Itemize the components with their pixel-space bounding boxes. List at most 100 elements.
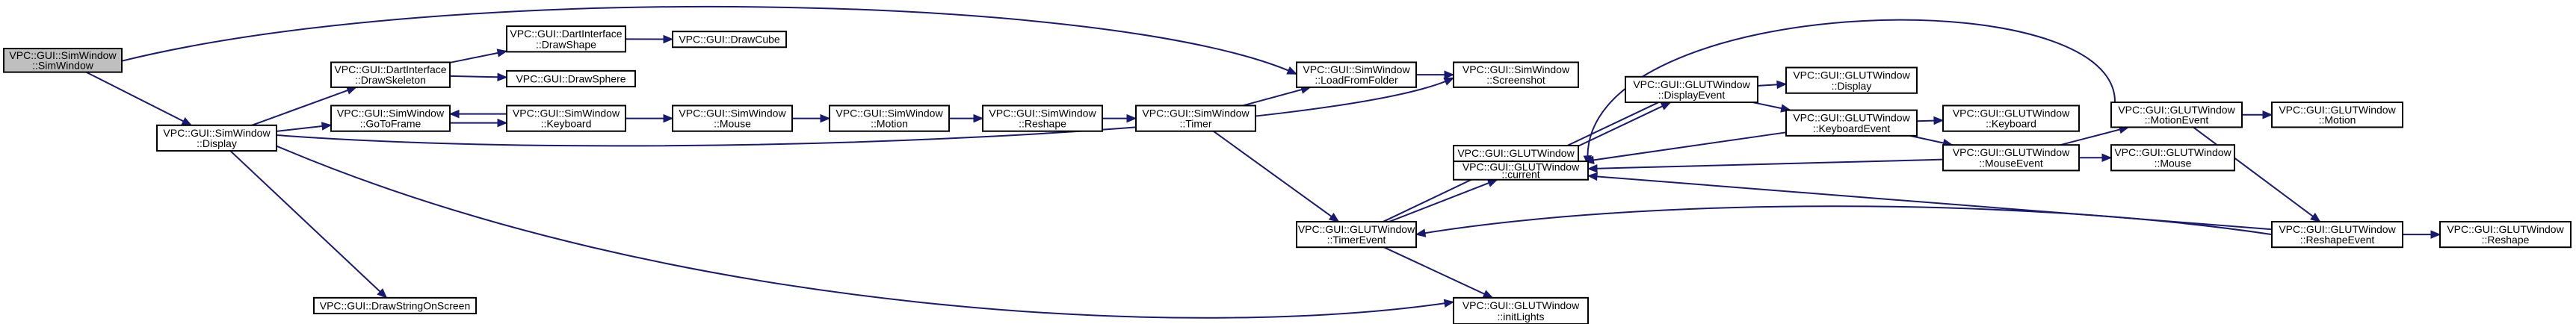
node-initlights[interactable]: VPC::GUI::GLUTWindow::initLights (1453, 296, 1589, 324)
node-timer[interactable]: VPC::GUI::SimWindow::Timer (1135, 105, 1256, 132)
edge-displayevent-to-glut_display (1757, 80, 1788, 90)
node-gotoframe[interactable]: VPC::GUI::SimWindow::GoToFrame (330, 105, 451, 132)
node-drawskeleton[interactable]: VPC::GUI::DartInterface::DrawSkeleton (330, 61, 451, 88)
node-reshape[interactable]: VPC::GUI::SimWindow::Reshape (982, 105, 1103, 132)
arrowhead (1443, 77, 1455, 86)
node-glut-motion[interactable]: VPC::GUI::GLUTWindow::Motion (2271, 102, 2403, 128)
node-box (330, 61, 451, 88)
node-glut-reshape[interactable]: VPC::GUI::GLUTWindow::Reshape (2439, 220, 2572, 249)
arrowhead (2262, 110, 2273, 119)
node-label-line: VPC::GUI::GLUTWindow (2279, 223, 2396, 235)
node-label-line: ::DrawShape (536, 38, 596, 50)
node-label-line: ::Timer (1179, 118, 1211, 130)
node-display[interactable]: VPC::GUI::SimWindow::Display (156, 124, 277, 152)
node-mouse[interactable]: VPC::GUI::SimWindow::Mouse (672, 105, 793, 132)
node-glut-keyboard[interactable]: VPC::GUI::GLUTWindow::Keyboard (1942, 105, 2080, 132)
edge-display-to-drawstring (229, 150, 388, 299)
node-keyboard[interactable]: VPC::GUI::SimWindow::Keyboard (506, 105, 626, 132)
arrowhead (973, 113, 984, 123)
arrowhead (1443, 299, 1455, 308)
node-drawstring[interactable]: VPC::GUI::DrawStringOnScreen (313, 296, 477, 314)
arrowhead (1286, 66, 1298, 75)
node-drawsphere[interactable]: VPC::GUI::DrawSphere (506, 69, 636, 87)
node-label-line: VPC::GUI::SimWindow (163, 127, 271, 139)
node-mouseevent[interactable]: VPC::GUI::GLUTWindow::MouseEvent (1942, 144, 2080, 172)
node-label-line: VPC::GUI::GLUTWindow (2114, 146, 2231, 158)
node-current[interactable]: VPC::GUI::GLUTWindow::current (1453, 161, 1589, 181)
node-label-line: VPC::GUI::GLUTWindow (1793, 112, 1910, 124)
node-drawcube[interactable]: VPC::GUI::DrawCube (672, 31, 787, 49)
node-label-line: ::DisplayEvent (1658, 89, 1726, 101)
node-label-line: ::Motion (871, 118, 908, 130)
node-reshapeevent[interactable]: VPC::GUI::GLUTWindow::ReshapeEvent (2271, 220, 2403, 249)
node-label-line: ::ReshapeEvent (2300, 234, 2375, 246)
node-motionevent[interactable]: VPC::GUI::GLUTWindow::MotionEvent (2110, 102, 2243, 128)
arrowhead (1776, 80, 1788, 90)
node-screenshot[interactable]: VPC::GUI::SimWindow::Screenshot (1453, 61, 1579, 88)
node-box (2439, 220, 2572, 249)
node-label-line: VPC::GUI::GLUTWindow (1633, 78, 1750, 90)
edge-display-to-gotoframe (276, 122, 333, 132)
node-box (829, 105, 950, 132)
edge-line (2060, 126, 2129, 146)
node-label-line: VPC::GUI::DartInterface (334, 63, 446, 75)
node-label-line: ::Keyboard (1986, 118, 2036, 130)
node-label-line: ::Keyboard (541, 118, 592, 130)
node-label-line: ::DrawSkeleton (355, 74, 426, 86)
edge-reshape-to-timer (1102, 113, 1137, 123)
edge-drawskeleton-to-drawsphere (449, 72, 508, 82)
node-box (156, 124, 277, 152)
arrowhead (497, 72, 508, 82)
node-label-line: ::SimWindow (32, 59, 94, 71)
edge-keyboardevent-to-current (1584, 131, 1787, 165)
node-box (1453, 296, 1589, 324)
node-keyboardevent[interactable]: VPC::GUI::GLUTWindow::KeyboardEvent (1785, 109, 1918, 137)
edge-display-to-drawskeleton (251, 86, 357, 126)
arrowhead (497, 118, 508, 128)
node-label-line: ::GoToFrame (360, 118, 421, 130)
node-box (1453, 61, 1579, 88)
edge-timerevent-to-initlights (1383, 246, 1494, 299)
node-glut-display[interactable]: VPC::GUI::GLUTWindow::Display (1785, 66, 1918, 94)
arrowhead (496, 49, 508, 57)
edge-timer-to-timerevent (1213, 130, 1340, 222)
node-label-line: VPC::GUI::DartInterface (510, 28, 622, 40)
edge-simwindow_ctor-to-loadfromfolder (121, 5, 1298, 75)
edge-reshapeevent-to-current (1587, 172, 2273, 231)
node-label-line: VPC::GUI::SimWindow (989, 107, 1096, 119)
node-box (1296, 220, 1417, 249)
node-box (672, 105, 793, 132)
edge-keyboard-to-mouse (626, 113, 674, 123)
node-label-line: ::initLights (1497, 311, 1544, 323)
arrowhead (321, 122, 333, 131)
node-glut-mouse[interactable]: VPC::GUI::GLUTWindow::Mouse (2110, 144, 2235, 172)
arrowhead (1587, 163, 1598, 173)
arrowhead (1486, 178, 1498, 187)
node-box (2110, 144, 2235, 172)
node-timerevent[interactable]: VPC::GUI::GLUTWindow::TimerEvent (1296, 220, 1417, 249)
arrowhead (1933, 116, 1945, 125)
node-box (2110, 102, 2243, 128)
node-displayevent[interactable]: VPC::GUI::GLUTWindow::DisplayEvent (1625, 75, 1758, 104)
edge-line (1213, 130, 1339, 222)
node-drawshape[interactable]: VPC::GUI::DartInterface::DrawShape (506, 25, 626, 53)
node-label-line: VPC::GUI::SimWindow (1142, 107, 1250, 119)
node-label-line: ::Reshape (1019, 118, 1066, 130)
arrowhead (663, 113, 674, 123)
node-simwindow-ctor[interactable]: VPC::GUI::SimWindow::SimWindow (3, 48, 123, 73)
edge-timerevent-to-current (1389, 178, 1498, 222)
call-graph-nodes: VPC::GUI::SimWindow::SimWindowVPC::GUI::… (3, 25, 2572, 324)
arrowhead (1660, 102, 1672, 110)
edge-line (1389, 178, 1498, 222)
edge-mouseevent-to-glut_mouse (2079, 153, 2113, 163)
edge-motionevent-to-glut_motion (2242, 110, 2273, 119)
node-motion[interactable]: VPC::GUI::SimWindow::Motion (829, 105, 950, 132)
edge-line (2193, 126, 2321, 222)
node-label-line: ::LoadFromFolder (1315, 74, 1398, 86)
edge-line (1587, 158, 1944, 170)
node-loadfromfolder[interactable]: VPC::GUI::SimWindow::LoadFromFolder (1296, 61, 1417, 88)
edge-drawshape-to-drawcube (625, 34, 674, 44)
node-label-line: VPC::GUI::DrawCube (679, 34, 780, 46)
node-label-line: ::Motion (2319, 114, 2356, 126)
